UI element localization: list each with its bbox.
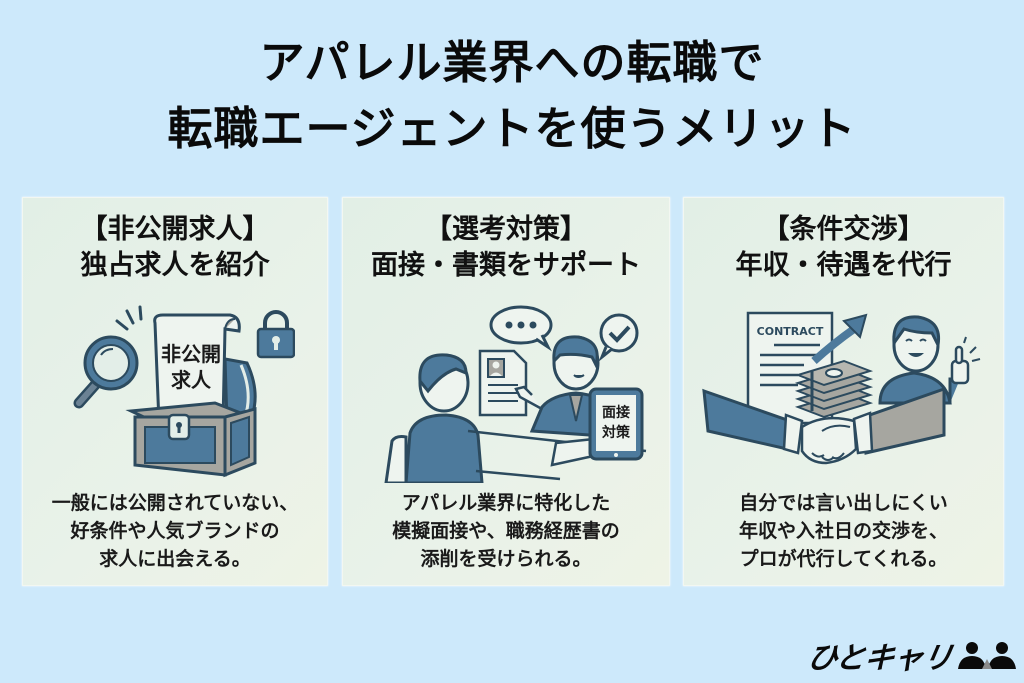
- page-title: アパレル業界への転職で 転職エージェントを使うメリット: [0, 30, 1024, 162]
- card-private-jobs: 【非公開求人】 独占求人を紹介: [22, 197, 328, 586]
- card-heading-title: 面接・書類をサポート: [371, 250, 641, 281]
- card-heading-category: 【非公開求人】: [80, 214, 270, 245]
- card-selection-support: 【選考対策】 面接・書類をサポート: [342, 197, 670, 586]
- description-line: 好条件や人気ブランドの: [70, 520, 280, 542]
- description-line: アパレル業界に特化した: [401, 492, 611, 514]
- negotiation-illustration: CONTRACT: [701, 311, 980, 465]
- card-heading: 【選考対策】 面接・書類をサポート: [343, 212, 669, 284]
- title-line-1: アパレル業界への転職で: [259, 36, 765, 89]
- tablet-icon: 面接 対策: [588, 387, 644, 461]
- scroll-text-2: 求人: [171, 368, 212, 392]
- card-illustration: 面接 対策: [343, 303, 669, 483]
- card-heading-title: 独占求人を紹介: [80, 250, 270, 281]
- treasure-chest-illustration: 非公開 求人: [73, 305, 295, 478]
- speech-bubble-check-icon: [598, 313, 639, 362]
- card-illustration: 非公開 求人: [23, 303, 327, 483]
- card-heading-category: 【条件交渉】: [762, 214, 925, 245]
- description-line: プロが代行してくれる。: [739, 548, 948, 570]
- card-description: 自分では言い出しにくい 年収や入社日の交渉を、 プロが代行してくれる。: [684, 489, 1003, 573]
- padlock-icon: [256, 310, 295, 359]
- handshake-icon: [701, 386, 945, 465]
- speech-bubble-dots-icon: [489, 305, 553, 352]
- card-heading-title: 年収・待遇を代行: [735, 250, 952, 281]
- interview-illustration: 面接 対策: [384, 305, 647, 483]
- tablet-text-2: 対策: [601, 424, 631, 441]
- sparkle-icon: [115, 305, 143, 331]
- treasure-chest-icon: [125, 401, 257, 478]
- money-stack-icon: [794, 359, 873, 419]
- description-line: 模擬面接や、職務経歴書の: [392, 520, 620, 542]
- card-description: アパレル業界に特化した 模擬面接や、職務経歴書の 添削を受けられる。: [343, 489, 669, 573]
- people-icon: [958, 642, 1017, 669]
- card-illustration: CONTRACT: [684, 303, 1003, 483]
- magnifier-icon: [73, 335, 139, 409]
- brand-logo: ひとキャリ: [804, 637, 1018, 676]
- card-description: 一般には公開されていない、 好条件や人気ブランドの 求人に出会える。: [23, 489, 327, 573]
- card-heading: 【非公開求人】 独占求人を紹介: [23, 212, 327, 284]
- resume-document-icon: [478, 349, 528, 417]
- card-heading-category: 【選考対策】: [425, 214, 587, 245]
- card-heading: 【条件交渉】 年収・待遇を代行: [684, 212, 1003, 284]
- tablet-text-1: 面接: [602, 404, 630, 421]
- up-arrow-icon: [810, 313, 867, 364]
- card-negotiation: 【条件交渉】 年収・待遇を代行 CONTRACT: [683, 197, 1004, 586]
- title-line-2: 転職エージェントを使うメリット: [167, 102, 857, 155]
- description-line: 自分では言い出しにくい: [739, 492, 948, 514]
- thumbs-up-person-icon: [877, 315, 980, 405]
- description-line: 年収や入社日の交渉を、: [738, 520, 948, 542]
- description-line: 求人に出会える。: [99, 548, 251, 570]
- scroll-text-1: 非公開: [161, 342, 221, 366]
- description-line: 添削を受けられる。: [420, 548, 592, 570]
- candidate-person-icon: [384, 353, 484, 483]
- contract-label: CONTRACT: [756, 325, 823, 338]
- logo-text: ひとキャリ: [804, 641, 955, 676]
- scroll-icon: 非公開 求人: [153, 313, 241, 425]
- description-line: 一般には公開されていない、: [51, 492, 299, 514]
